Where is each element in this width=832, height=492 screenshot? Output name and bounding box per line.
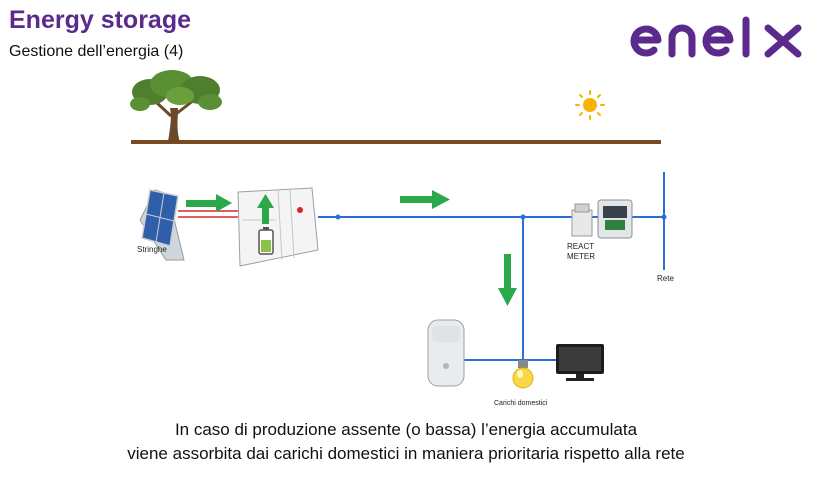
- page-title: Energy storage: [9, 6, 192, 34]
- water-heater-icon: [427, 319, 465, 387]
- label-grid: Rete: [657, 274, 674, 283]
- label-meter-line1: REACT: [567, 242, 595, 251]
- label-household-loads: Carichi domestici: [494, 400, 548, 407]
- sun-icon: [575, 90, 605, 120]
- arrow-pv-to-inverter: [186, 194, 232, 212]
- page-subtitle: Gestione dell’energia (4): [9, 43, 184, 60]
- arrow-inverter-to-grid: [400, 190, 450, 209]
- battery-icon: [258, 227, 274, 255]
- caption-line1: In caso di produzione assente (o bassa) …: [174, 420, 638, 439]
- arrow-to-loads: [498, 254, 517, 306]
- tree-icon: [130, 70, 222, 142]
- solar-panel-icon: [139, 189, 185, 261]
- energy-flow-diagram: [130, 70, 667, 389]
- label-strings: Stringhe: [137, 245, 167, 254]
- caption-line2: viene assorbita dai carichi domestici in…: [127, 444, 685, 463]
- tv-icon: [556, 344, 604, 381]
- arrow-battery-up: [257, 194, 274, 224]
- caption: In caso di produzione assente (o bassa) …: [0, 418, 812, 466]
- meter-icon: [571, 199, 633, 239]
- label-meter-line2: METER: [567, 252, 595, 261]
- label-meter: REACT METER: [567, 242, 595, 262]
- enel-x-logo: [630, 16, 802, 58]
- light-bulb-icon: [512, 360, 534, 389]
- inverter-icon: [237, 187, 319, 267]
- ground-line: [131, 140, 661, 144]
